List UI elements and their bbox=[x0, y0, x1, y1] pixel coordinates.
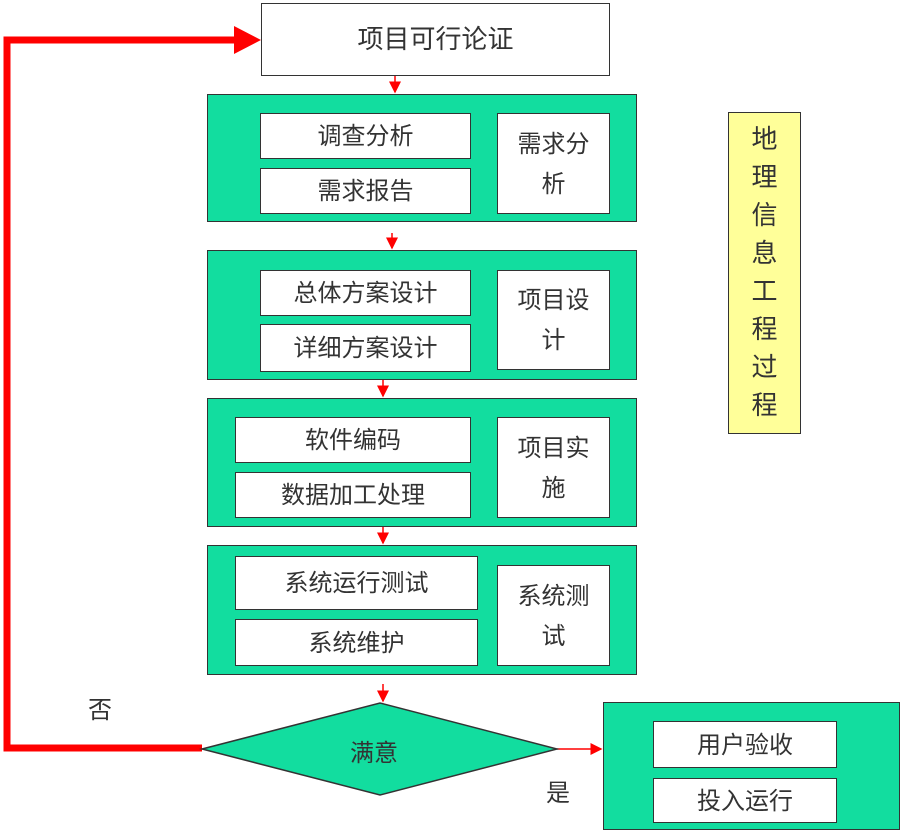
no-label: 否 bbox=[88, 696, 112, 724]
feedback-arrowhead bbox=[234, 26, 261, 54]
feedback-loop-line bbox=[3, 36, 236, 752]
stage-title: 项目实施 bbox=[497, 417, 610, 518]
stage-item: 系统运行测试 bbox=[235, 556, 478, 610]
stage-item: 调查分析 bbox=[260, 113, 471, 159]
stage-title: 项目设计 bbox=[497, 270, 610, 370]
stage-title: 需求分析 bbox=[497, 113, 610, 214]
yes-label: 是 bbox=[546, 779, 570, 807]
stage-item: 软件编码 bbox=[235, 417, 471, 463]
stage-item: 系统维护 bbox=[235, 619, 478, 666]
stage-item: 总体方案设计 bbox=[260, 270, 471, 316]
decision-diamond bbox=[199, 702, 560, 796]
side-title: 地理信息工程过程 bbox=[728, 112, 801, 434]
start-box: 项目可行论证 bbox=[261, 3, 610, 76]
stage-item: 详细方案设计 bbox=[260, 324, 471, 372]
final-item: 用户验收 bbox=[653, 721, 837, 768]
decision-label: 满意 bbox=[350, 739, 398, 767]
final-item: 投入运行 bbox=[653, 778, 837, 823]
stage-item: 需求报告 bbox=[260, 168, 471, 214]
stage-item: 数据加工处理 bbox=[235, 472, 471, 518]
stage-title: 系统测试 bbox=[497, 565, 610, 666]
